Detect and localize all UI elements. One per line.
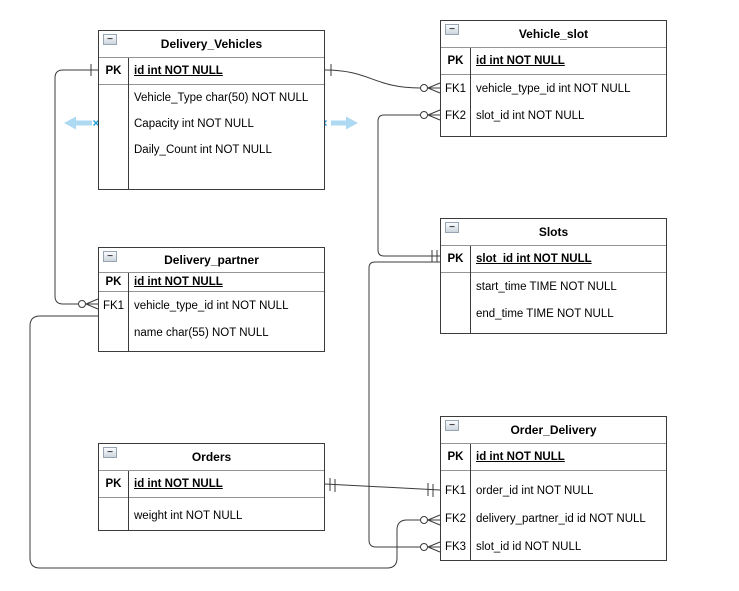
entity-order-delivery[interactable]: − Order_Delivery PK id int NOT NULL FK1 … <box>440 416 667 561</box>
entity-title: Vehicle_slot <box>518 27 589 41</box>
table-row-fk[interactable]: FK3 slot_id id NOT NULL <box>444 541 582 553</box>
table-row[interactable]: end_time TIME NOT NULL <box>476 307 614 320</box>
entity-header[interactable]: − Delivery_Vehicles <box>99 31 324 58</box>
collapse-icon[interactable]: − <box>445 420 459 431</box>
cardinality-zero-circle <box>420 516 428 524</box>
table-row-pk[interactable]: PK id int NOT NULL <box>441 444 666 471</box>
table-row[interactable]: weight int NOT NULL <box>134 509 243 522</box>
collapse-icon[interactable]: − <box>103 251 117 262</box>
cardinality-one-tick <box>329 478 336 492</box>
collapse-icon[interactable]: − <box>103 34 117 45</box>
hover-arrow-left-icon[interactable] <box>64 116 92 130</box>
table-row-pk[interactable]: PK id int NOT NULL <box>99 58 324 85</box>
entity-header[interactable]: − Slots <box>441 219 666 246</box>
edge-deliveryvehicles-deliverypartner[interactable] <box>54 64 99 310</box>
crow-foot-icon <box>427 514 441 526</box>
entity-title: Delivery_partner <box>164 253 259 267</box>
cardinality-one-tick <box>427 483 434 497</box>
entity-title: Delivery_Vehicles <box>160 37 263 51</box>
edge-orders-orderdelivery[interactable] <box>324 478 441 497</box>
cardinality-zero-circle <box>78 300 86 308</box>
table-row-fk[interactable]: FK2 delivery_partner_id id NOT NULL <box>444 513 646 525</box>
edge-deliveryvehicles-vehicleslot[interactable] <box>324 64 441 94</box>
table-row-fk[interactable]: FK1 order_id int NOT NULL <box>444 485 594 497</box>
cardinality-zero-circle <box>420 543 428 551</box>
entity-title: Slots <box>538 225 569 239</box>
crow-foot-icon <box>427 82 441 94</box>
table-row[interactable]: name char(55) NOT NULL <box>134 326 269 339</box>
hover-arrow-right-icon[interactable] <box>331 116 358 130</box>
table-row-pk[interactable]: PK id int NOT NULL <box>99 471 324 498</box>
crow-foot-icon <box>427 109 441 121</box>
edge-slots-vehicleslot[interactable] <box>377 109 441 262</box>
cardinality-one-tick <box>431 250 438 262</box>
entity-title: Order_Delivery <box>510 423 597 437</box>
crow-foot-icon <box>85 298 99 310</box>
collapse-icon[interactable]: − <box>103 447 117 458</box>
table-row-pk[interactable]: PK id int NOT NULL <box>99 273 324 292</box>
entity-delivery-vehicles[interactable]: − Delivery_Vehicles PK id int NOT NULL V… <box>98 30 325 190</box>
entity-slots[interactable]: − Slots PK slot_id int NOT NULL start_ti… <box>440 218 667 334</box>
table-row-pk[interactable]: PK id int NOT NULL <box>441 48 666 75</box>
entity-header[interactable]: − Orders <box>99 444 324 471</box>
table-row[interactable]: start_time TIME NOT NULL <box>476 280 617 293</box>
table-row-fk[interactable]: FK1 vehicle_type_id int NOT NULL <box>444 82 631 95</box>
collapse-icon[interactable]: − <box>445 24 459 35</box>
collapse-icon[interactable]: − <box>445 222 459 233</box>
table-row[interactable]: Daily_Count int NOT NULL <box>134 144 272 156</box>
table-row-pk[interactable]: PK slot_id int NOT NULL <box>441 246 666 273</box>
entity-header[interactable]: − Delivery_partner <box>99 248 324 273</box>
cardinality-zero-circle <box>420 84 428 92</box>
cardinality-zero-circle <box>420 111 428 119</box>
entity-header[interactable]: − Vehicle_slot <box>441 21 666 48</box>
entity-title: Orders <box>191 450 232 464</box>
table-row-fk[interactable]: FK2 slot_id int NOT NULL <box>444 109 585 122</box>
entity-delivery-partner[interactable]: − Delivery_partner PK id int NOT NULL FK… <box>98 247 325 352</box>
entity-vehicle-slot[interactable]: − Vehicle_slot PK id int NOT NULL FK1 ve… <box>440 20 667 137</box>
table-row[interactable]: Capacity int NOT NULL <box>134 118 254 130</box>
edge-slots-orderdelivery[interactable] <box>368 261 441 553</box>
crow-foot-icon <box>427 541 441 553</box>
entity-header[interactable]: − Order_Delivery <box>441 417 666 444</box>
table-row-fk[interactable]: FK1 vehicle_type_id int NOT NULL <box>102 299 289 312</box>
table-row[interactable]: Vehicle_Type char(50) NOT NULL <box>134 92 309 104</box>
entity-orders[interactable]: − Orders PK id int NOT NULL weight int N… <box>98 443 325 531</box>
